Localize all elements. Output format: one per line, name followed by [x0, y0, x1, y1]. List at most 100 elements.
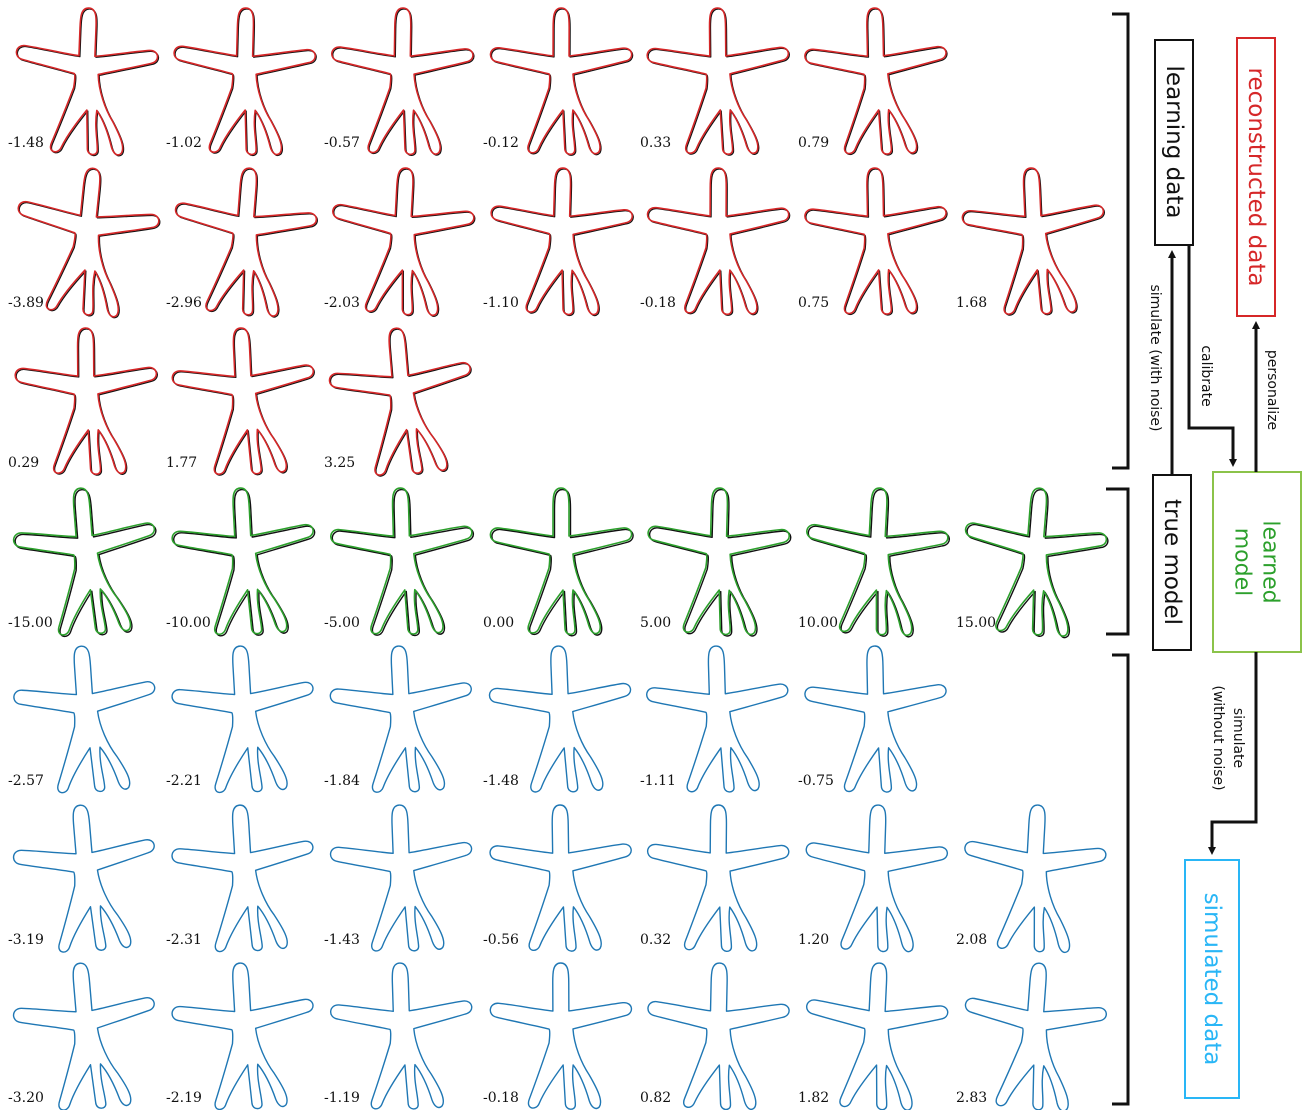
reconstructed-figure: -0.57	[324, 6, 476, 157]
reconstructed-figure-outline	[803, 165, 949, 317]
simulated-figure: 0.82	[640, 960, 791, 1110]
simulate-without-noise-label-line2: (without noise)	[1210, 685, 1226, 790]
true-model-box: true model	[1152, 474, 1192, 651]
figure-value-label: 10.00	[798, 615, 838, 631]
model-figure: -5.00	[324, 485, 477, 639]
reconstructed-figure: -3.89	[7, 160, 166, 323]
figure-value-label: 3.25	[324, 455, 355, 471]
simulated-figure: -0.18	[483, 961, 633, 1110]
reconstructed-figure: 3.25	[324, 321, 481, 482]
simulate-with-noise-arrow: simulate (with noise)	[1147, 250, 1176, 475]
model-figure-outline	[491, 488, 634, 637]
figure-value-label: 2.08	[956, 932, 987, 948]
reconstructed-figure: 0.75	[798, 165, 950, 318]
true-model-label: true model	[1159, 499, 1185, 625]
simulated-figure: -0.56	[483, 803, 634, 954]
simulated-figure-outline	[646, 803, 790, 953]
figure-value-label: 0.32	[640, 932, 671, 948]
simulated-figure-outline	[8, 956, 164, 1110]
reconstructed-figure: 0.33	[640, 6, 791, 157]
simulated-figure-outline	[488, 803, 634, 954]
figure-value-label: -2.31	[166, 932, 202, 948]
simulate-without-noise-label-line1: simulate	[1230, 708, 1246, 768]
figure-value-label: -3.19	[8, 932, 44, 948]
reconstructed-figure-outline	[647, 7, 791, 157]
simulated-figure: -3.20	[8, 956, 164, 1110]
figure-value-label: -2.21	[166, 773, 202, 789]
figure-value-label: -15.00	[8, 615, 53, 631]
figure-value-label: 0.33	[640, 135, 671, 151]
figure-value-label: 1.68	[956, 295, 987, 311]
figure-value-label: -0.18	[483, 1090, 519, 1106]
figure-value-label: -2.96	[166, 295, 202, 311]
personalize-arrow: personalize	[1252, 321, 1280, 472]
simulated-figure-outline	[489, 961, 633, 1110]
simulated-figure: -1.19	[324, 960, 476, 1110]
reconstructed-figure-outline	[646, 6, 791, 156]
reconstructed-figure-outline	[647, 168, 791, 317]
simulated-figure-outline	[957, 957, 1111, 1110]
figure-value-label: 0.00	[483, 615, 514, 631]
model-group-bracket	[1106, 487, 1130, 636]
model-figure-outline	[644, 485, 792, 637]
simulated-figure: -2.19	[166, 958, 320, 1110]
simulated-figure: 2.83	[956, 957, 1111, 1110]
simulated-figure: 2.08	[956, 800, 1110, 956]
reconstructed-figure-outline	[487, 165, 635, 318]
reconstructed-figure: 1.77	[166, 324, 320, 480]
model-figure: 0.00	[483, 487, 634, 637]
reconstructed-figure: -0.12	[483, 6, 634, 157]
reconstructed-figure-outline	[329, 6, 475, 157]
calibrate-arrow: calibrate	[1187, 245, 1237, 467]
figure-value-label: -0.75	[798, 773, 834, 789]
figure-value-label: -0.57	[324, 135, 360, 151]
figure-value-label: -0.12	[483, 135, 519, 151]
simulate-without-noise-arrow: simulate (without noise)	[1208, 652, 1258, 855]
model-figure: -10.00	[166, 483, 321, 641]
figure-value-label: 2.83	[956, 1090, 987, 1106]
simulated-figure: 1.20	[798, 802, 950, 955]
simulated-figure-outline	[801, 959, 951, 1110]
figure-value-label: 1.20	[798, 932, 829, 948]
reconstructed-figure: -0.18	[640, 166, 791, 317]
reconstructed-figure-outline	[646, 166, 790, 316]
simulated-figure-outline	[802, 802, 950, 955]
figure-value-label: -1.19	[324, 1090, 360, 1106]
simulated-figure: -2.31	[166, 800, 320, 957]
figure-value-label: -1.02	[166, 135, 202, 151]
calibrate-label: calibrate	[1198, 345, 1214, 406]
personalize-label: personalize	[1264, 350, 1280, 430]
figure-value-label: -1.84	[324, 773, 360, 789]
figure-value-label: -10.00	[166, 615, 211, 631]
learned-model-box: learned model	[1212, 471, 1302, 653]
simulated-figure: 0.32	[640, 803, 790, 953]
model-figure-outline	[489, 487, 633, 636]
figure-value-label: 0.29	[8, 455, 39, 471]
reconstructed-figure: -1.10	[483, 165, 636, 318]
reconstructed-figure-outline	[803, 5, 949, 157]
reconstructed-figure: 0.29	[8, 326, 159, 477]
reconstructed-figure-outline	[14, 326, 158, 476]
figure-value-label: 1.77	[166, 455, 197, 471]
reconstructed-figure-outline	[489, 6, 633, 156]
simulated-figure-outline	[644, 643, 792, 795]
learned-model-label-line1: learned	[1258, 520, 1283, 603]
figure-value-label: 5.00	[640, 615, 671, 631]
reconstructed-figure: 1.68	[956, 164, 1110, 319]
reconstructed-figure: -2.96	[166, 161, 322, 322]
reconstructed-data-box: reconstructed data	[1236, 37, 1276, 317]
simulated-figure: -1.43	[324, 801, 477, 955]
figure-value-label: 15.00	[956, 615, 996, 631]
simulated-figure: -1.48	[483, 642, 636, 796]
figure-value-label: -3.20	[8, 1090, 44, 1106]
reconstructed-figure: -1.02	[166, 5, 319, 158]
learning-data-box: learning data	[1154, 39, 1194, 246]
figure-value-label: -2.57	[8, 773, 44, 789]
reconstructed-figure-outline	[170, 5, 318, 157]
reconstructed-figure-outline	[15, 327, 159, 477]
figure-value-label: 0.75	[798, 295, 829, 311]
simulated-data-box: simulated data	[1184, 859, 1240, 1099]
model-figure-outline	[328, 485, 476, 637]
